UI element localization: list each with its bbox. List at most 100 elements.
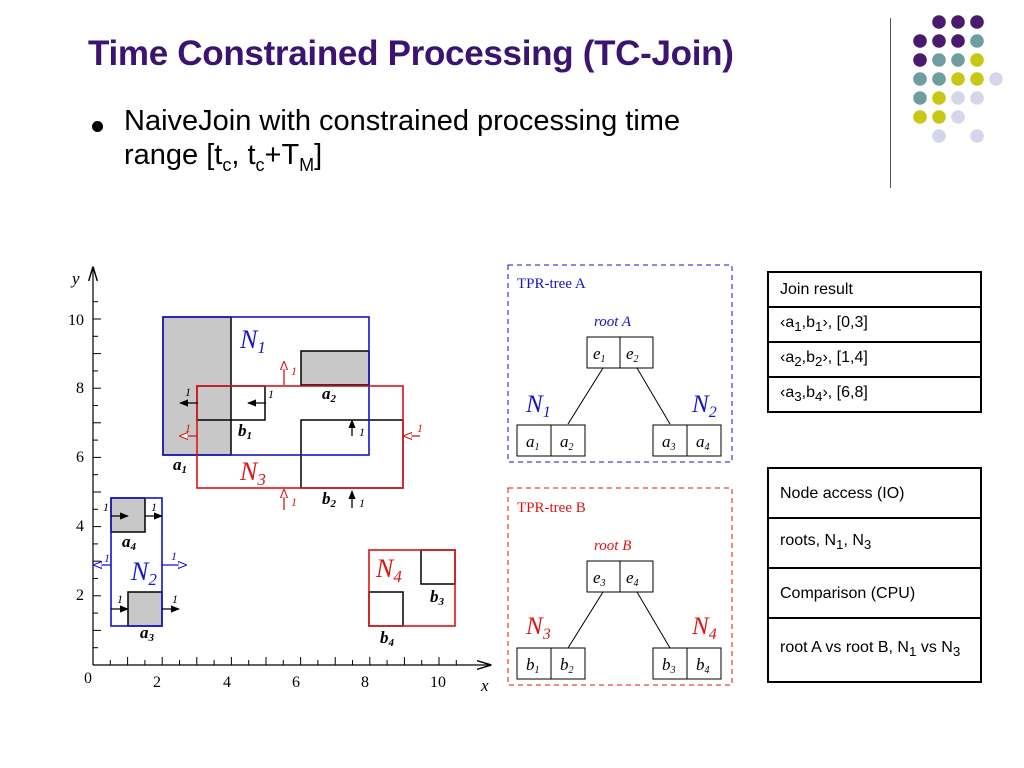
node-access-cmp-detail: root A vs root B, N1 vs N3 [767, 617, 982, 683]
y-tick-label: 6 [76, 449, 84, 466]
label-n4: N4 [375, 554, 402, 586]
decorative-dot [951, 53, 965, 67]
mbr-n2 [110, 497, 163, 627]
velocity-label: 1 [291, 495, 297, 509]
entry-e1: e1 [593, 344, 606, 365]
decorative-dot [932, 34, 946, 48]
decorative-dot [989, 72, 1003, 86]
n3-velocity-arrows [180, 362, 420, 510]
entry-e3: e3 [593, 568, 606, 589]
decorative-dot [970, 53, 984, 67]
decorative-dot [932, 91, 946, 105]
velocity-label: 1 [171, 549, 177, 563]
bullet-range-prefix: range [t [124, 139, 223, 171]
bullet-comma: , t [231, 139, 256, 171]
join-result-row: ‹a2,b2›, [1,4] [767, 341, 982, 378]
tree-b-leaf-entry: b3 [662, 655, 676, 676]
entry-e2: e2 [626, 344, 639, 365]
velocity-label: 1 [185, 385, 191, 399]
velocity-arrows [111, 399, 356, 613]
x-tick-label: 6 [292, 674, 300, 691]
velocity-label: 1 [104, 551, 110, 565]
tree-a-leaf-entry: a1 [526, 432, 540, 453]
node-access-roots: roots, N1, N3 [767, 517, 982, 569]
bullet-sub: c [255, 154, 265, 175]
label-b3: b3 [430, 587, 445, 608]
label-n2: N2 [130, 557, 157, 589]
object-b4 [368, 591, 404, 627]
x-tick-label: 4 [223, 674, 231, 691]
decorative-dot [913, 91, 927, 105]
label-n1: N1 [239, 325, 266, 357]
y-tick-label: 10 [68, 312, 84, 329]
tree-a-root-label: root A [594, 314, 632, 330]
bullet-dot [92, 121, 103, 132]
velocity-label: 1 [359, 496, 365, 510]
velocity-label: 1 [103, 500, 109, 514]
bullet-sub: M [299, 154, 315, 175]
label-a3: a3 [140, 623, 155, 644]
decorative-dot [932, 15, 946, 29]
decorative-dot [970, 15, 984, 29]
decorative-dot [951, 72, 965, 86]
tree-b-n3: N3 [525, 613, 551, 643]
decorative-dot [932, 129, 946, 143]
velocity-label: 1 [151, 500, 157, 514]
x-axis-label: x [480, 676, 489, 695]
decorative-dot [951, 34, 965, 48]
bullet-line-1: NaiveJoin with constrained processing ti… [124, 105, 681, 137]
decorative-dot [913, 53, 927, 67]
decorative-dot [932, 53, 946, 67]
node-access-table: Node access (IO) roots, N1, N3 Compariso… [767, 467, 982, 683]
decorative-dot [951, 15, 965, 29]
tree-b-frame [507, 487, 733, 686]
decorative-dot [951, 110, 965, 124]
tree-a-leaf-entry: a2 [560, 432, 574, 453]
decorative-dot [913, 34, 927, 48]
object-a4 [110, 497, 146, 533]
bullet-sub: c [222, 154, 232, 175]
y-tick-label: 8 [76, 380, 84, 397]
bullet-plus: +T [264, 139, 300, 171]
mbr-n4 [368, 549, 456, 627]
label-b2: b2 [322, 489, 337, 510]
x-tick-label: 2 [153, 674, 161, 691]
label-b4: b4 [380, 628, 395, 649]
tree-a-title: TPR-tree A [517, 276, 586, 292]
velocity-label: 1 [117, 592, 123, 606]
tree-b-root-label: root B [594, 538, 631, 554]
velocity-label: 1 [417, 421, 423, 435]
tree-b-title: TPR-tree B [517, 500, 586, 516]
object-a3 [127, 591, 163, 627]
label-b1: b1 [238, 421, 252, 442]
tree-a-n2: N2 [691, 391, 717, 421]
object-a2 [300, 350, 370, 386]
entry-e4: e4 [626, 568, 639, 589]
decorative-dot [913, 110, 927, 124]
tree-b-leaf-entry: b2 [560, 655, 574, 676]
y-tick-label: 4 [76, 518, 84, 535]
decorative-dot [970, 129, 984, 143]
velocity-label: 1 [268, 387, 274, 401]
decorative-dot [970, 72, 984, 86]
decorative-dot [913, 72, 927, 86]
velocity-label: 1 [185, 421, 191, 435]
decorative-dot [970, 91, 984, 105]
origin-label: 0 [84, 670, 92, 687]
join-result-row: ‹a3,b4›, [6,8] [767, 376, 982, 413]
tree-a-n1: N1 [525, 391, 551, 421]
label-a1: a1 [173, 455, 187, 476]
decorative-divider [890, 18, 891, 188]
velocity-label: 1 [291, 364, 297, 378]
x-tick-label: 8 [361, 674, 369, 691]
join-result-row: ‹a1,b1›, [0,3] [767, 306, 982, 343]
tree-a-frame [507, 264, 733, 463]
decorative-dot [932, 110, 946, 124]
velocity-label: 1 [172, 592, 178, 606]
decorative-dot [970, 34, 984, 48]
join-result-table: Join result ‹a1,b1›, [0,3] ‹a2,b2›, [1,4… [767, 271, 982, 413]
node-access-header: Node access (IO) [767, 467, 982, 519]
tree-b-leaf-entry: b4 [696, 655, 710, 676]
decorative-dot-grid [913, 15, 1003, 143]
